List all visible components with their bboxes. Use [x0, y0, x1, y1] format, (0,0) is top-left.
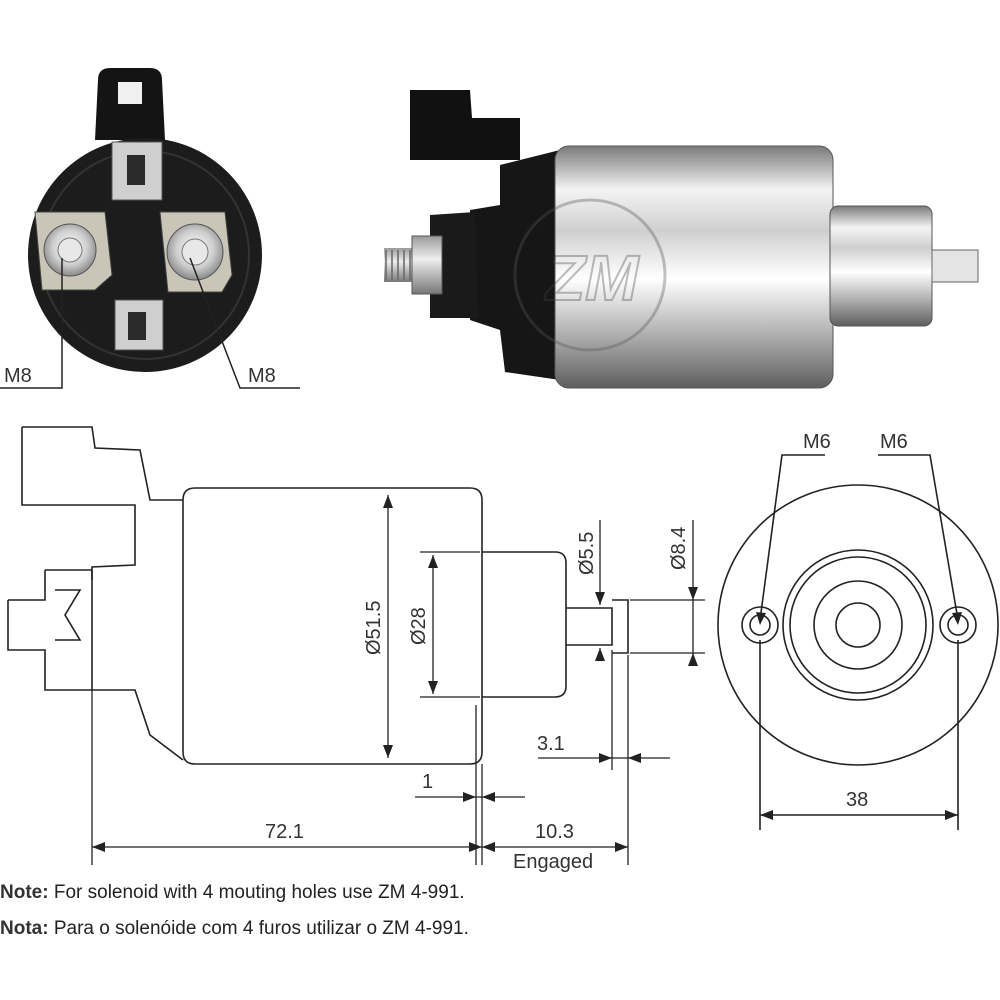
note-english-label: Note: [0, 882, 49, 903]
front-dimension-arrows [756, 612, 962, 820]
label-m6-right: M6 [880, 431, 908, 453]
label-dia-51-5: Ø51.5 [363, 601, 385, 655]
side-outline-drawing [7, 426, 629, 765]
front-housing-ring [782, 549, 934, 701]
front-housing-ring-inner [789, 556, 927, 694]
end-view-photo: M8 M8 [0, 68, 300, 389]
side-plunger-housing [829, 205, 933, 327]
cap-body [28, 138, 262, 372]
outline-plunger-housing [482, 551, 567, 698]
left-stud-center [57, 237, 83, 263]
side-dimensions [91, 495, 705, 865]
label-dia-28: Ø28 [408, 607, 430, 645]
outline-stud-nut [7, 570, 92, 691]
side-nut [411, 235, 443, 295]
outline-cap-lower [45, 569, 184, 761]
label-m8-right: M8 [248, 365, 276, 387]
leader-m8-left [0, 258, 63, 389]
label-dim-1: 1 [422, 771, 433, 793]
side-plunger-tip [931, 249, 979, 283]
note-portuguese-text: Para o solenóide com 4 furos utilizar o … [53, 918, 469, 939]
right-stud-center [181, 238, 209, 266]
side-dimension-arrows [92, 495, 698, 852]
svg-text:ZM: ZM [544, 242, 640, 314]
label-dim-10-3: 10.3 [535, 821, 574, 843]
front-view-drawing [717, 454, 999, 830]
outline-connector [22, 426, 183, 501]
note-portuguese: Nota: Para o solenóide com 4 furos utili… [0, 918, 469, 940]
outline-plunger-end [612, 599, 629, 654]
outline-body [182, 487, 483, 765]
label-engaged: Engaged [513, 851, 593, 873]
side-connector-plug [410, 90, 520, 160]
label-dia-5-5: Ø5.5 [576, 532, 598, 575]
outline-clip [55, 589, 82, 641]
label-dia-8-4: Ø8.4 [668, 527, 690, 570]
outline-plunger-tip [566, 607, 613, 646]
leader-m6-left [759, 454, 825, 621]
note-english-text: For solenoid with 4 mouting holes use ZM… [53, 882, 465, 903]
front-outer-flange [717, 484, 999, 766]
label-dim-3-1: 3.1 [537, 733, 565, 755]
front-plunger-center [835, 602, 881, 648]
stud-threads [385, 250, 411, 280]
outline-connector-lower [21, 427, 136, 580]
leader-m6-right [878, 454, 959, 621]
note-portuguese-label: Nota: [0, 918, 49, 939]
bottom-spade-terminal [114, 299, 164, 351]
label-m6-left: M6 [803, 431, 831, 453]
bottom-spade-hole [128, 312, 146, 340]
label-dim-72-1: 72.1 [265, 821, 304, 843]
connector-slot [118, 82, 142, 104]
zm-watermark: ZM [513, 198, 667, 352]
front-plunger-ring [813, 580, 903, 670]
label-dim-38: 38 [846, 789, 868, 811]
leader-m8-right [189, 257, 300, 389]
label-m8-left: M8 [4, 365, 32, 387]
side-view-photo: ZM [384, 90, 979, 389]
note-english: Note: For solenoid with 4 mouting holes … [0, 882, 465, 904]
top-spade-hole [127, 155, 145, 185]
side-cap [470, 150, 560, 380]
